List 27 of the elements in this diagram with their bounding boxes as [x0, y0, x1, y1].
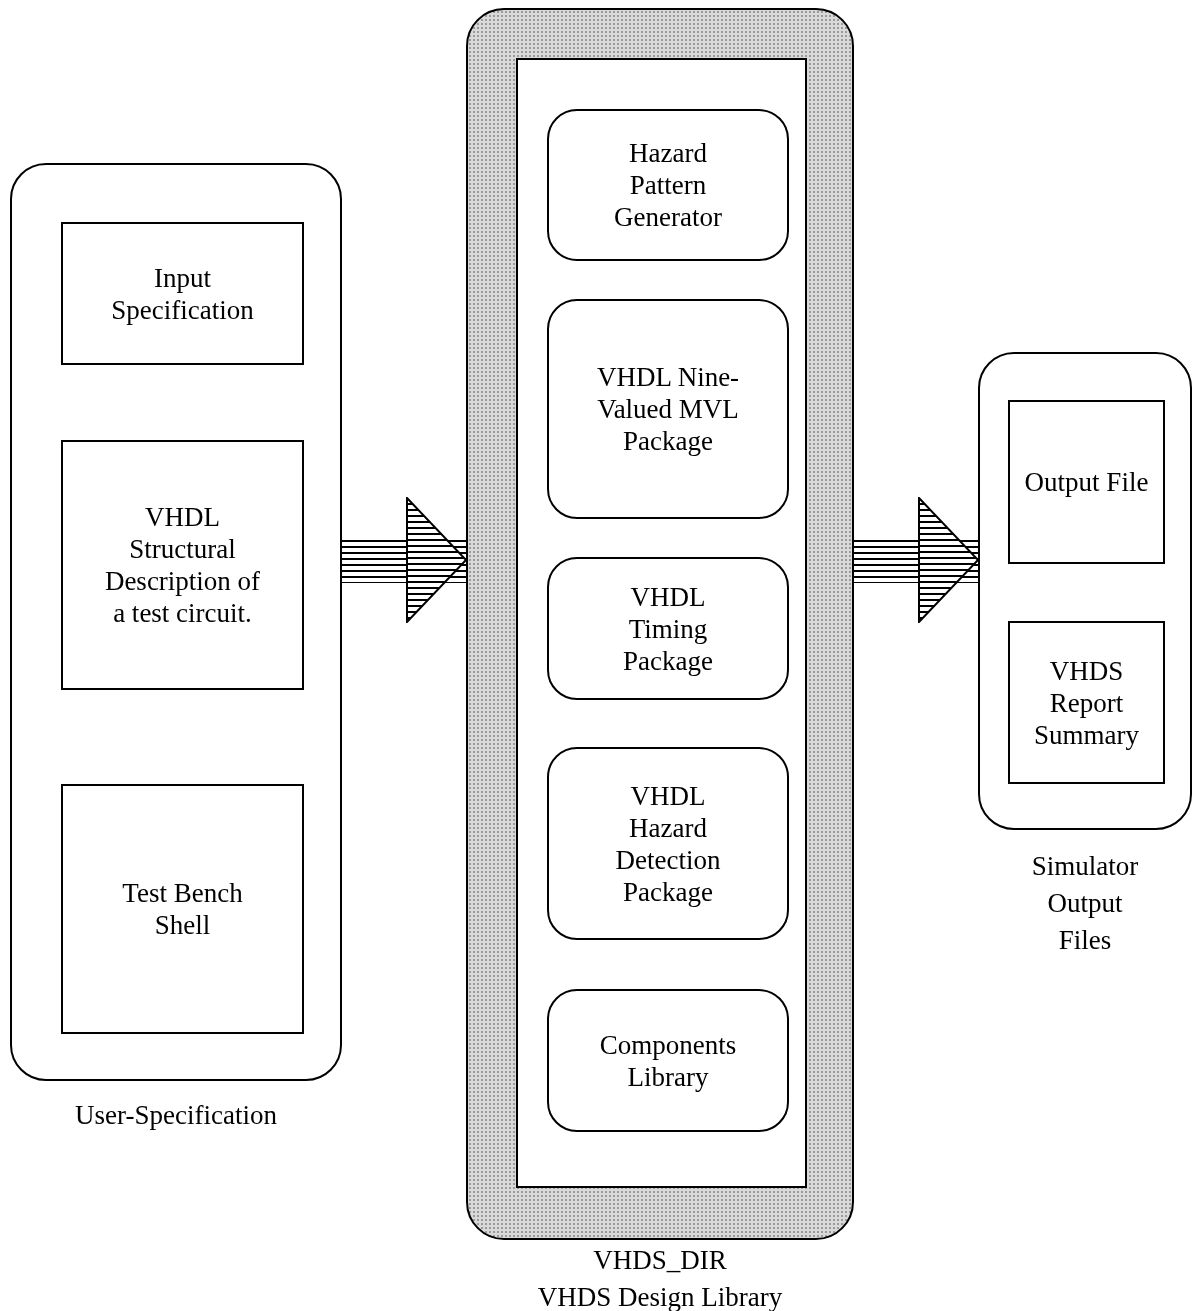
block-arrow — [854, 497, 979, 623]
file-box — [61, 784, 304, 1034]
box-label: VHDL Structural Description of a test circuit. — [103, 501, 262, 629]
module-box — [547, 557, 789, 700]
file-box — [61, 440, 304, 690]
box-label: Output File — [1024, 466, 1149, 498]
box-label: VHDS Report Summary — [1033, 654, 1140, 751]
box-label: Input Specification — [110, 261, 255, 326]
file-box — [1008, 400, 1165, 564]
module-box — [547, 299, 789, 519]
module-box — [547, 109, 789, 261]
box-label: VHDL Hazard Detection Package — [614, 779, 722, 908]
frame-box — [516, 58, 807, 1188]
box-label: Test Bench Shell — [121, 877, 244, 941]
group-caption: VHDS_DIR — [592, 1244, 728, 1277]
file-box — [61, 222, 304, 365]
group-caption: Simulator Output Files — [1030, 850, 1140, 957]
box-label: VHDL Nine-Valued MVL Package — [595, 361, 741, 457]
block-arrow — [342, 497, 467, 623]
module-box — [547, 747, 789, 940]
module-box — [547, 989, 789, 1132]
group-caption: User-Specification — [74, 1099, 278, 1132]
box-label: Components Library — [598, 1028, 738, 1093]
box-label: Hazard Pattern Generator — [613, 137, 723, 233]
file-box — [1008, 621, 1165, 784]
box-label: VHDL Timing Package — [622, 580, 714, 677]
group-caption: VHDS Design Library — [536, 1281, 784, 1311]
